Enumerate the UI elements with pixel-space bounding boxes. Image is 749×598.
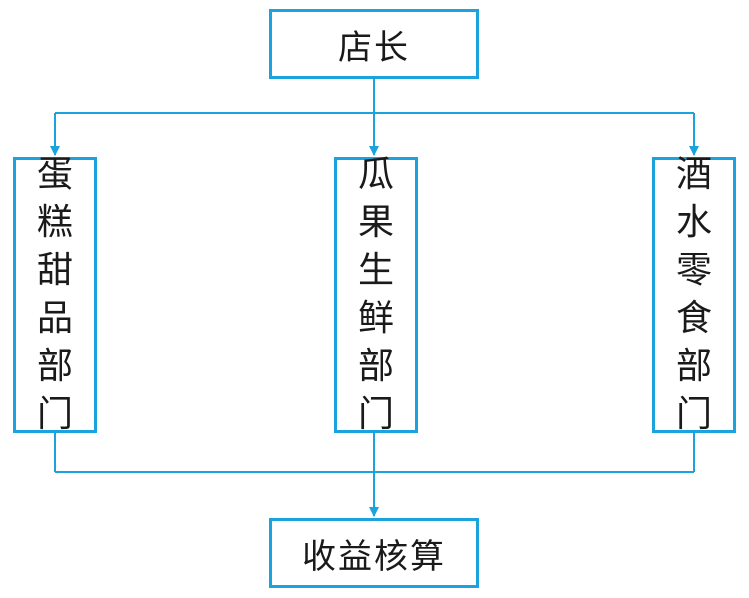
department-box-middle: 瓜果生鲜部门 [334,154,418,435]
sink-box: 收益核算 [269,518,479,588]
department-box-left: 蛋糕甜品部门 [13,154,97,435]
department-label-middle: 瓜果生鲜部门 [357,154,394,435]
department-label-right: 酒水零食部门 [675,154,712,435]
root-box: 店长 [269,9,479,79]
department-box-right: 酒水零食部门 [652,154,736,435]
department-label-left: 蛋糕甜品部门 [36,154,73,435]
sink-label: 收益核算 [302,536,446,577]
root-label: 店长 [338,27,410,68]
